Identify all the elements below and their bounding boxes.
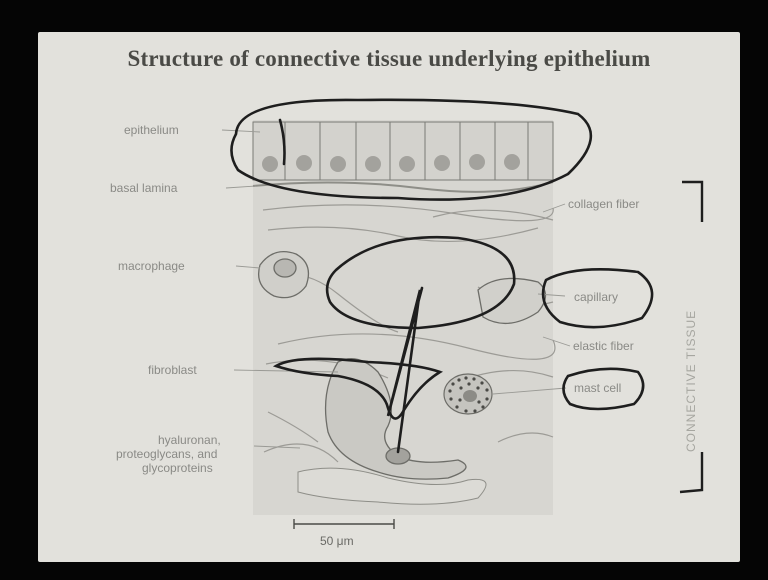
label-macrophage: macrophage [118,259,185,273]
label-capillary: capillary [574,290,618,304]
label-elastic-fiber: elastic fiber [573,339,634,353]
label-connective-tissue: CONNECTIVE TISSUE [684,310,698,452]
label-matrix-line3: glycoproteins [142,461,213,475]
scale-bar-label: 50 μm [320,534,354,548]
label-fibroblast: fibroblast [148,363,197,377]
label-matrix-line2: proteoglycans, and [116,447,217,461]
label-basal-lamina: basal lamina [110,181,177,195]
label-matrix-line1: hyaluronan, [158,433,221,447]
scale-bar [294,519,394,529]
label-epithelium: epithelium [124,123,179,137]
tissue-diagram [38,32,740,562]
epithelium-drawing [253,122,553,180]
label-collagen-fiber: collagen fiber [568,197,639,211]
mast-cell-drawing [444,374,492,414]
slide: Structure of connective tissue underlyin… [38,32,740,562]
macrophage-drawing [259,252,309,298]
label-mast-cell: mast cell [574,381,621,395]
